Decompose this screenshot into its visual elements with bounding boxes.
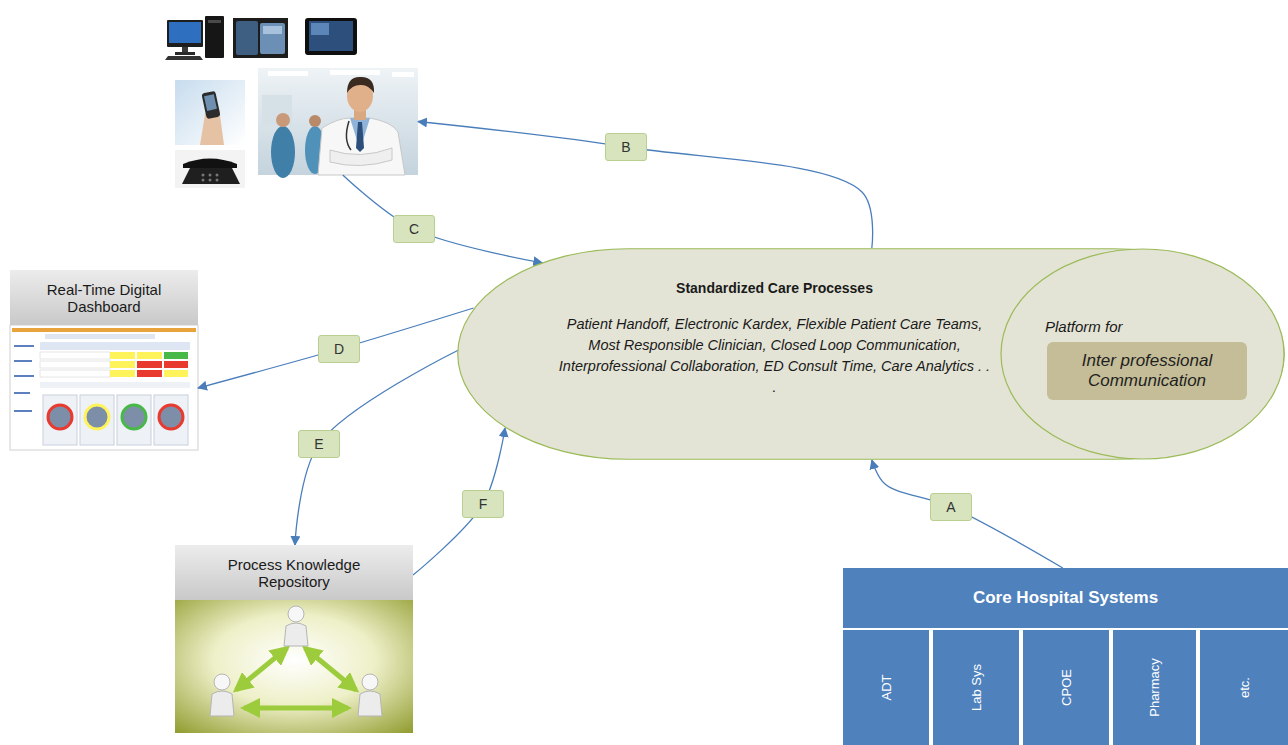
edge-label-box: C [393,215,435,243]
flow-arrow [295,350,459,545]
edge-label-box: E [298,430,340,458]
oval-body: Patient Handoff, Electronic Kardex, Flex… [557,314,992,398]
edge-label: F [479,496,488,512]
handheld-phone-photo [175,80,245,145]
flow-arrow [413,428,505,575]
flow-arrow [343,175,542,263]
flow-arrow [872,460,1063,568]
edge-label: E [314,436,323,452]
system-column: CPOE [1023,630,1109,745]
flow-arrow [198,308,474,388]
system-name: Lab Sys [968,664,983,711]
tablet-icon [305,18,357,55]
panel-heading: Core Hospital Systems [843,568,1288,628]
edge-label: B [621,139,630,155]
computer-icon [165,15,225,60]
system-column: Lab Sys [933,630,1019,745]
edge-label: D [334,341,344,357]
clinician-photo [258,68,418,175]
platform-label: Platform for [1045,318,1245,335]
dashboard-screenshot [10,325,198,450]
edge-label-box: A [930,493,972,521]
edge-label: A [946,499,955,515]
system-column: Pharmacy [1113,630,1196,745]
edge-label-box: B [605,133,647,161]
collaboration-image [175,600,413,733]
edge-label-box: F [462,490,504,518]
system-column: etc. [1200,630,1288,745]
dashboard-panel: Real-Time Digital Dashboard [10,270,198,450]
panel-heading: Process Knowledge Repository [175,545,413,600]
edge-label: C [409,221,419,237]
panel-heading: Real-Time Digital Dashboard [10,270,198,325]
system-name: CPOE [1059,669,1074,706]
clinician-photo-art [258,68,418,178]
flow-arrow [418,122,873,249]
system-name: Pharmacy [1147,658,1162,717]
system-name: ADT [879,675,894,701]
system-name: etc. [1237,677,1252,698]
desk-phone-photo [175,150,245,188]
repository-panel: Process Knowledge Repository [175,545,413,733]
core-systems-panel: Core Hospital SystemsADT Lab Sys CPOE Pharm… [843,568,1288,745]
communication-text: Inter professional Communication [1047,347,1247,395]
system-column: ADT [843,630,929,745]
edge-label-box: D [318,335,360,363]
communication-box: Inter professional Communication [1047,342,1247,400]
platform-ellipse: Platform forInter professional Communica… [1000,248,1285,460]
care-process-oval: Standardized Care ProcessesPatient Hando… [457,248,1285,460]
mobile-devices-icon [233,18,288,58]
oval-title: Standardized Care Processes [557,280,992,296]
